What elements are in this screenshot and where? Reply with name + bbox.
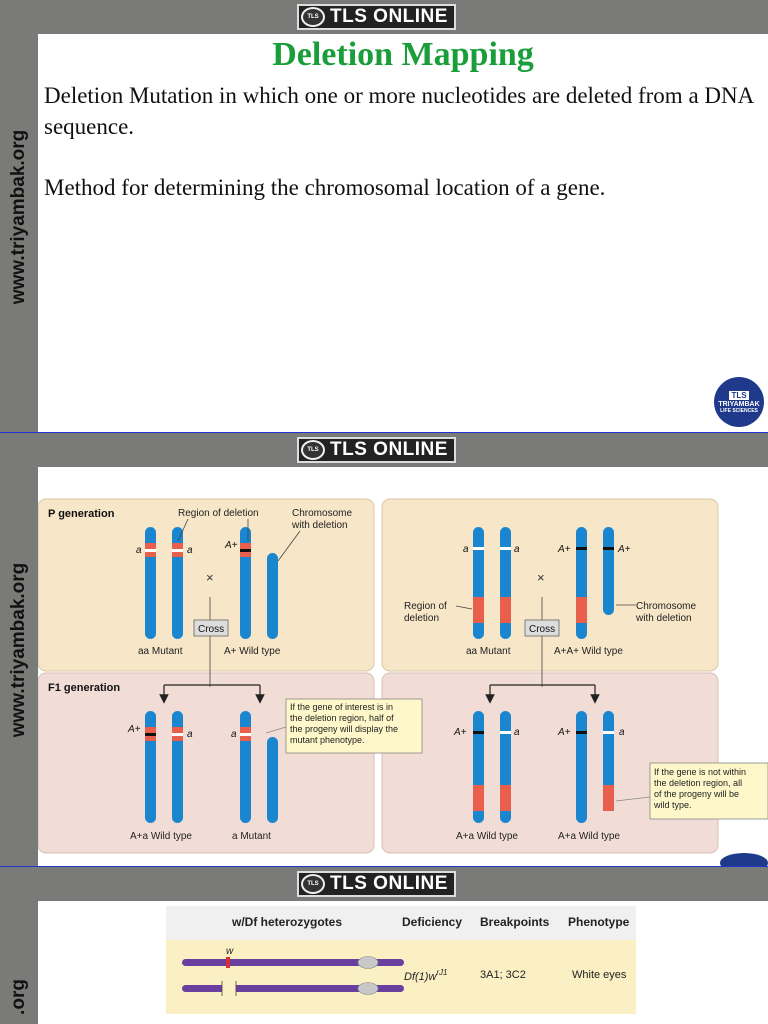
- corner-logo-name: TRIYAMBAK: [718, 400, 760, 408]
- brand-badge: TLS TLS ONLINE: [297, 4, 456, 30]
- right-child-1-label: A+a Wild type: [456, 831, 518, 842]
- left-chromosome-label-1: Chromosome: [292, 508, 352, 519]
- paragraph-deletion-mutation: Deletion Mutation in which one or more n…: [44, 83, 753, 139]
- brand-badge: TLS TLS ONLINE: [297, 871, 456, 897]
- right-cross-box: Cross: [529, 624, 555, 635]
- right-times-symbol: ×: [537, 570, 545, 585]
- right-f1-allele-a-2: a: [619, 727, 625, 738]
- brand-name: TLS ONLINE: [330, 6, 448, 27]
- left-chromosome-label-2: with deletion: [291, 520, 348, 531]
- row1-deficiency: Df(1)wrJ1: [404, 968, 448, 983]
- brand-logo-icon: TLS: [301, 874, 325, 894]
- side-url-text: www.triyambak.org: [8, 129, 29, 304]
- right-f1-allele-a-1: a: [514, 727, 520, 738]
- deletion-mapping-diagram: P generation F1 generation a a A+ × Regi…: [38, 498, 768, 867]
- left-parent-1-label: aa Mutant: [138, 646, 183, 657]
- slide-3: .org TLS TLS ONLINE w/Df heterozygotes D…: [0, 867, 768, 1024]
- slide-2: www.triyambak.org TLS TLS ONLINE P gener…: [0, 433, 768, 867]
- corner-logo-partial: [720, 853, 768, 867]
- left-note-line-1: If the gene of interest is in: [290, 702, 393, 712]
- right-allele-a-2: a: [514, 544, 520, 555]
- left-allele-A-1: A+: [224, 540, 238, 551]
- slide-1: www.triyambak.org TLS TLS ONLINE Deletio…: [0, 0, 768, 433]
- left-f1-allele-a-2: a: [231, 729, 237, 740]
- left-parent-2-label: A+ Wild type: [224, 646, 281, 657]
- left-region-of-deletion-label: Region of deletion: [178, 508, 259, 519]
- right-parent-2-label: A+A+ Wild type: [554, 646, 623, 657]
- slide-title: Deletion Mapping: [272, 36, 534, 73]
- left-f1-chromosomes: [145, 711, 278, 823]
- left-f1-allele-A: A+: [127, 724, 141, 735]
- gene-w-label-2: w: [226, 1022, 234, 1024]
- right-region-label-1: Region of: [404, 601, 447, 612]
- side-url-text-partial: .org: [8, 979, 29, 1015]
- left-f1-allele-a-1: a: [187, 729, 193, 740]
- header-phenotype: Phenotype: [568, 915, 630, 929]
- side-bar: www.triyambak.org: [0, 433, 38, 867]
- right-parent-1-label: aa Mutant: [466, 646, 511, 657]
- left-note-line-2: the deletion region, half of: [290, 713, 394, 723]
- right-note-box: [649, 762, 768, 820]
- gene-w-marker: [226, 957, 230, 968]
- left-note-line-4: mutant phenotype.: [290, 735, 365, 745]
- right-allele-a-1: a: [463, 544, 469, 555]
- left-note-line-3: the progeny will display the: [290, 724, 398, 734]
- left-child-1-label: A+a Wild type: [130, 831, 192, 842]
- left-p-panel: [38, 498, 375, 672]
- chromosome-bar-2: [182, 985, 404, 992]
- left-allele-a-2: a: [187, 545, 193, 556]
- slide-1-content: Deletion Mapping Deletion Mutation in wh…: [38, 34, 768, 433]
- side-bar: .org: [0, 867, 38, 1024]
- right-region-label-2: deletion: [404, 613, 439, 624]
- deficiency-table: w/Df heterozygotes Deficiency Breakpoint…: [166, 906, 636, 1024]
- corner-logo-mark: TLS: [729, 390, 749, 400]
- row1-phenotype: White eyes: [572, 969, 627, 981]
- brand-logo-icon: TLS: [301, 440, 325, 460]
- right-note-line-3: of the progeny will be: [654, 789, 739, 799]
- left-times-symbol: ×: [206, 570, 214, 585]
- gene-w-label: w: [226, 946, 234, 957]
- table-row: [166, 940, 636, 1014]
- left-child-2-label: a Mutant: [232, 831, 271, 842]
- right-allele-A-2: A+: [617, 544, 631, 555]
- corner-logo: TLS TRIYAMBAK LIFE SCIENCES: [714, 377, 764, 427]
- side-bar: www.triyambak.org: [0, 0, 38, 433]
- header-heterozygotes: w/Df heterozygotes: [231, 915, 342, 929]
- paragraph-method: Method for determining the chromosomal l…: [44, 175, 606, 200]
- brand-name: TLS ONLINE: [330, 873, 448, 894]
- left-p-chromosomes: [145, 527, 278, 639]
- right-note-line-4: wild type.: [653, 800, 692, 810]
- right-note-line-2: the deletion region, all: [654, 778, 742, 788]
- p-generation-label: P generation: [48, 508, 115, 520]
- right-f1-chromosomes: [473, 711, 614, 823]
- left-cross-box: Cross: [198, 624, 224, 635]
- right-allele-A-1: A+: [557, 544, 571, 555]
- right-f1-allele-A-2: A+: [557, 727, 571, 738]
- corner-logo-sub: LIFE SCIENCES: [720, 407, 758, 414]
- brand-name: TLS ONLINE: [330, 439, 448, 460]
- brand-badge: TLS TLS ONLINE: [297, 437, 456, 463]
- right-p-panel: [381, 498, 719, 672]
- left-allele-a-1: a: [136, 545, 142, 556]
- right-f1-allele-A-1: A+: [453, 727, 467, 738]
- brand-logo-icon: TLS: [301, 7, 325, 27]
- chromosome-bar-1: [182, 959, 404, 966]
- right-note-line-1: If the gene is not within: [654, 767, 746, 777]
- right-chromosome-label-2: with deletion: [635, 613, 692, 624]
- row1-breakpoints: 3A1; 3C2: [480, 969, 526, 981]
- side-url-text: www.triyambak.org: [8, 562, 29, 738]
- header-deficiency: Deficiency: [402, 915, 462, 929]
- left-note-box: [285, 698, 423, 754]
- right-p-chromosomes: [473, 527, 614, 639]
- right-child-2-label: A+a Wild type: [558, 831, 620, 842]
- header-breakpoints: Breakpoints: [480, 915, 550, 929]
- right-chromosome-label-1: Chromosome: [636, 601, 696, 612]
- f1-generation-label: F1 generation: [48, 682, 120, 694]
